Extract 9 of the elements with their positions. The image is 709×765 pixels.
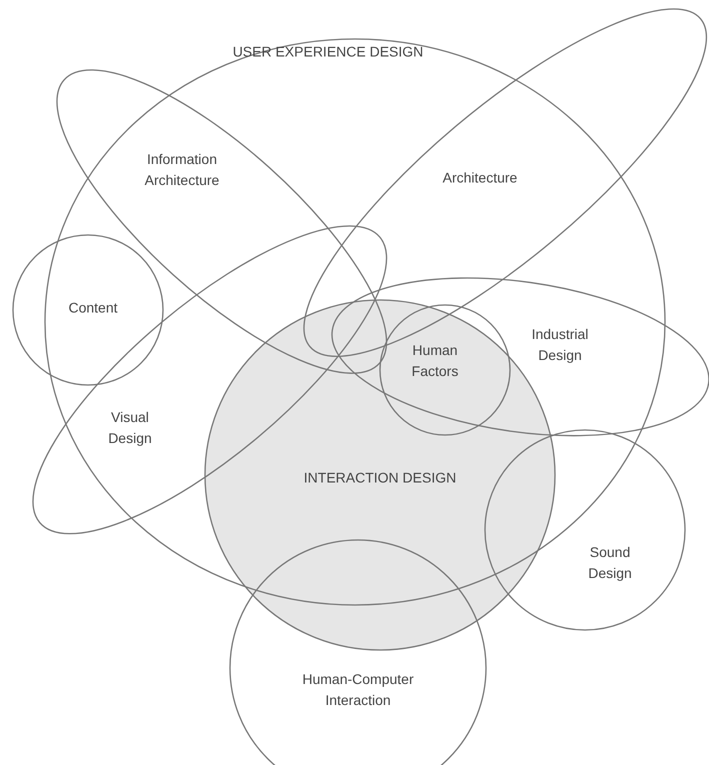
set-label: Visual Design (107, 408, 153, 448)
set-label: Architecture (442, 168, 518, 188)
set-label: Sound Design (587, 543, 633, 583)
set-label: Human-Computer Interaction (301, 670, 415, 710)
set-label: Content (67, 298, 119, 318)
set-label: INTERACTION DESIGN (302, 468, 458, 488)
set-label: Human Factors (410, 341, 460, 381)
set-label: Information Architecture (144, 150, 220, 190)
set-label: Industrial Design (530, 324, 590, 365)
